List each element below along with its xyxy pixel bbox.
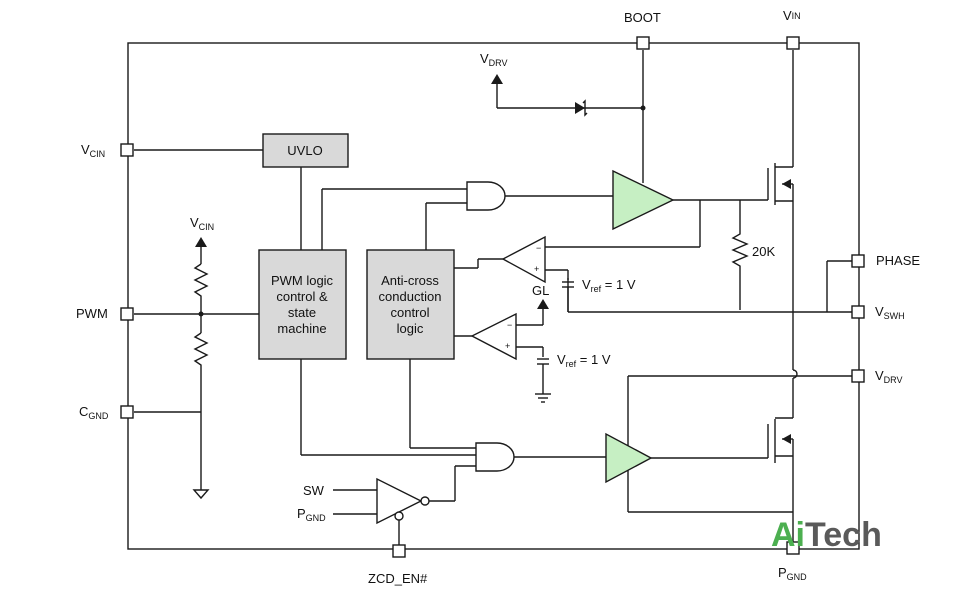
phase-label: PHASE	[876, 253, 920, 268]
pin-vdrv	[851, 369, 865, 383]
junction-dot	[198, 311, 204, 317]
zcd-inverter-bubble	[420, 496, 430, 506]
comparator-low-side	[470, 312, 517, 361]
vswh-label: VSWH	[875, 304, 905, 321]
pin-boot	[636, 36, 650, 50]
comp2-plus: +	[505, 341, 510, 351]
pwm-logic-block	[258, 249, 347, 360]
package-outline	[127, 42, 860, 550]
wire-crossover	[792, 369, 798, 379]
pwm-logic-line-3: state	[288, 305, 316, 320]
pin-phase	[851, 254, 865, 268]
anti-cross-line-4: logic	[397, 321, 424, 336]
pin-pgnd	[786, 541, 800, 555]
gl-arrow-up-icon	[537, 299, 549, 309]
pin-cgnd	[120, 405, 134, 419]
vcin-internal-label: VCIN	[190, 215, 214, 232]
cgnd-label: CGND	[79, 404, 109, 421]
zcd-en-label: ZCD_EN#	[368, 571, 428, 586]
vref2-label: Vref = 1 V	[557, 352, 611, 369]
vcin-arrow-up-icon	[195, 237, 207, 247]
pwm-logic-line-4: machine	[277, 321, 326, 336]
vin-label: VIN	[783, 8, 801, 23]
pin-vswh	[851, 305, 865, 319]
comp1-minus: −	[536, 243, 541, 253]
pwm-label: PWM	[76, 306, 108, 321]
high-side-driver	[612, 169, 675, 231]
comparator-high-side	[501, 235, 546, 284]
comp1-plus: +	[534, 264, 539, 274]
and-gate-low-side	[475, 442, 515, 472]
pin-vcin	[120, 143, 134, 157]
pgnd-internal-label: PGND	[297, 506, 326, 523]
divider-ground-icon	[192, 489, 210, 500]
hs-fet-arrow-icon	[782, 179, 791, 189]
pgnd-pin-label: PGND	[778, 565, 807, 582]
boot-diode-bar	[582, 99, 588, 117]
ls-fet-arrow-icon	[782, 434, 791, 444]
vdrv-internal-label: VDRV	[480, 51, 508, 68]
zcd-enable-bubble	[394, 511, 404, 521]
pin-pwm	[120, 307, 134, 321]
boot-label: BOOT	[624, 10, 661, 25]
vcin-label: VCIN	[81, 142, 105, 159]
resistor-bottom-icon	[193, 332, 209, 490]
pin-zcd-en	[392, 544, 406, 558]
vref1-label: Vref = 1 V	[582, 277, 636, 294]
uvlo-block	[262, 133, 349, 168]
anti-cross-line-3: control	[390, 305, 429, 320]
vdrv-arrow-up-icon	[491, 74, 503, 84]
and-gate-high-side	[466, 181, 506, 211]
comp2-minus: −	[507, 320, 512, 330]
resistor-top-icon	[193, 263, 209, 333]
pwm-logic-line-1: PWM logic	[271, 273, 334, 288]
pin-vin	[786, 36, 800, 50]
pwm-logic-line-2: control &	[276, 289, 328, 304]
uvlo-label: UVLO	[287, 143, 322, 158]
resistor-20k-icon	[731, 200, 749, 310]
vdrv-pin-label: VDRV	[875, 368, 903, 385]
gl-label: GL	[532, 283, 549, 298]
junction-dot	[640, 105, 646, 111]
resistor-20k-label: 20K	[752, 244, 775, 259]
anti-cross-line-1: Anti-cross	[381, 273, 439, 288]
sw-label: SW	[303, 483, 325, 498]
aitech-watermark-logo: AiTech	[771, 516, 882, 554]
boot-diode-icon	[575, 102, 585, 114]
anti-cross-line-2: conduction	[379, 289, 442, 304]
